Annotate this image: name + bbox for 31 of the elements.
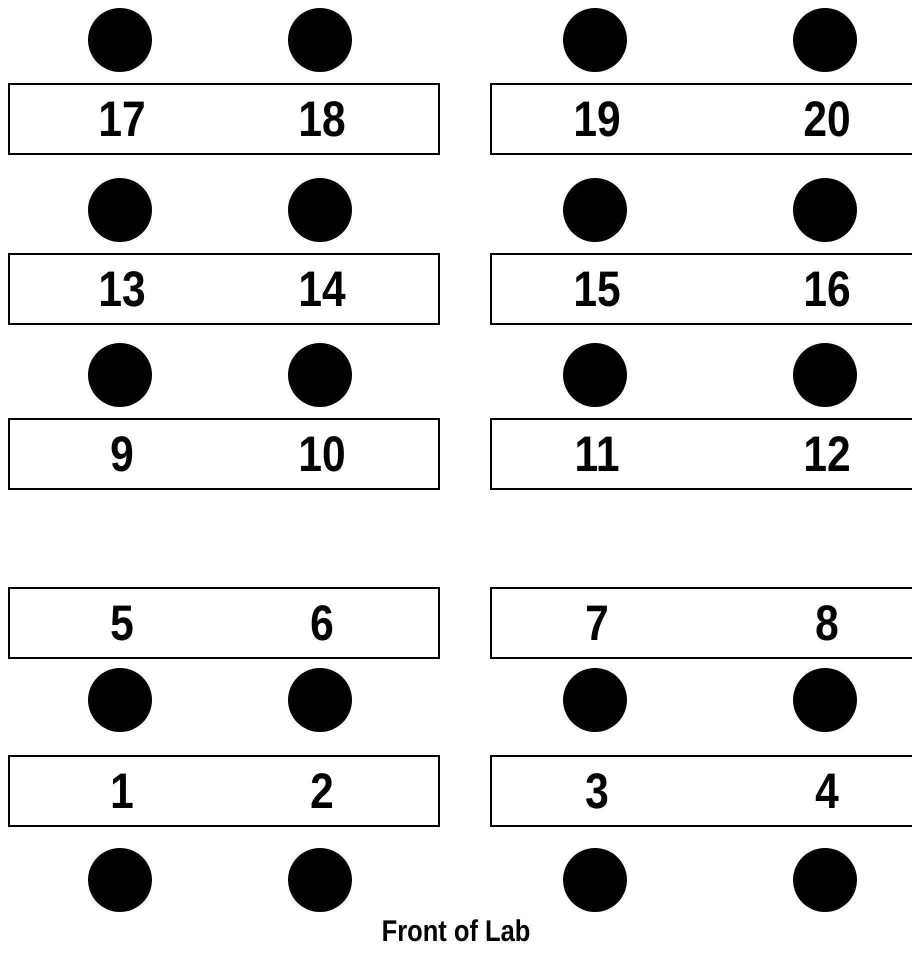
seat-number: 6 [310, 594, 334, 653]
lab-table [490, 83, 912, 155]
seat-number: 16 [803, 260, 851, 319]
seat-number: 17 [98, 90, 146, 149]
seat-number: 20 [803, 90, 851, 149]
lab-table [8, 83, 440, 155]
seat-number: 12 [803, 425, 851, 484]
seat-number: 18 [298, 90, 346, 149]
lab-table [490, 755, 912, 827]
seat-number: 15 [573, 260, 621, 319]
seat-number: 5 [110, 594, 134, 653]
seat-number: 14 [298, 260, 346, 319]
seat-number: 9 [110, 425, 134, 484]
lab-table [8, 755, 440, 827]
lab-table [8, 418, 440, 490]
seat-number: 10 [298, 425, 346, 484]
seat-number: 1 [110, 762, 134, 821]
seat-number: 13 [98, 260, 146, 319]
lab-table [490, 418, 912, 490]
room-front-label: Front of Lab [382, 915, 530, 949]
seat-number: 2 [310, 762, 334, 821]
seat-number: 11 [574, 425, 620, 484]
lab-table [490, 253, 912, 325]
lab-table [8, 587, 440, 659]
lab-table [490, 587, 912, 659]
seat-number: 8 [815, 594, 839, 653]
seat-number: 4 [815, 762, 839, 821]
seat-number: 3 [585, 762, 609, 821]
lab-table [8, 253, 440, 325]
seat-number: 19 [573, 90, 621, 149]
seat-number: 7 [585, 594, 609, 653]
